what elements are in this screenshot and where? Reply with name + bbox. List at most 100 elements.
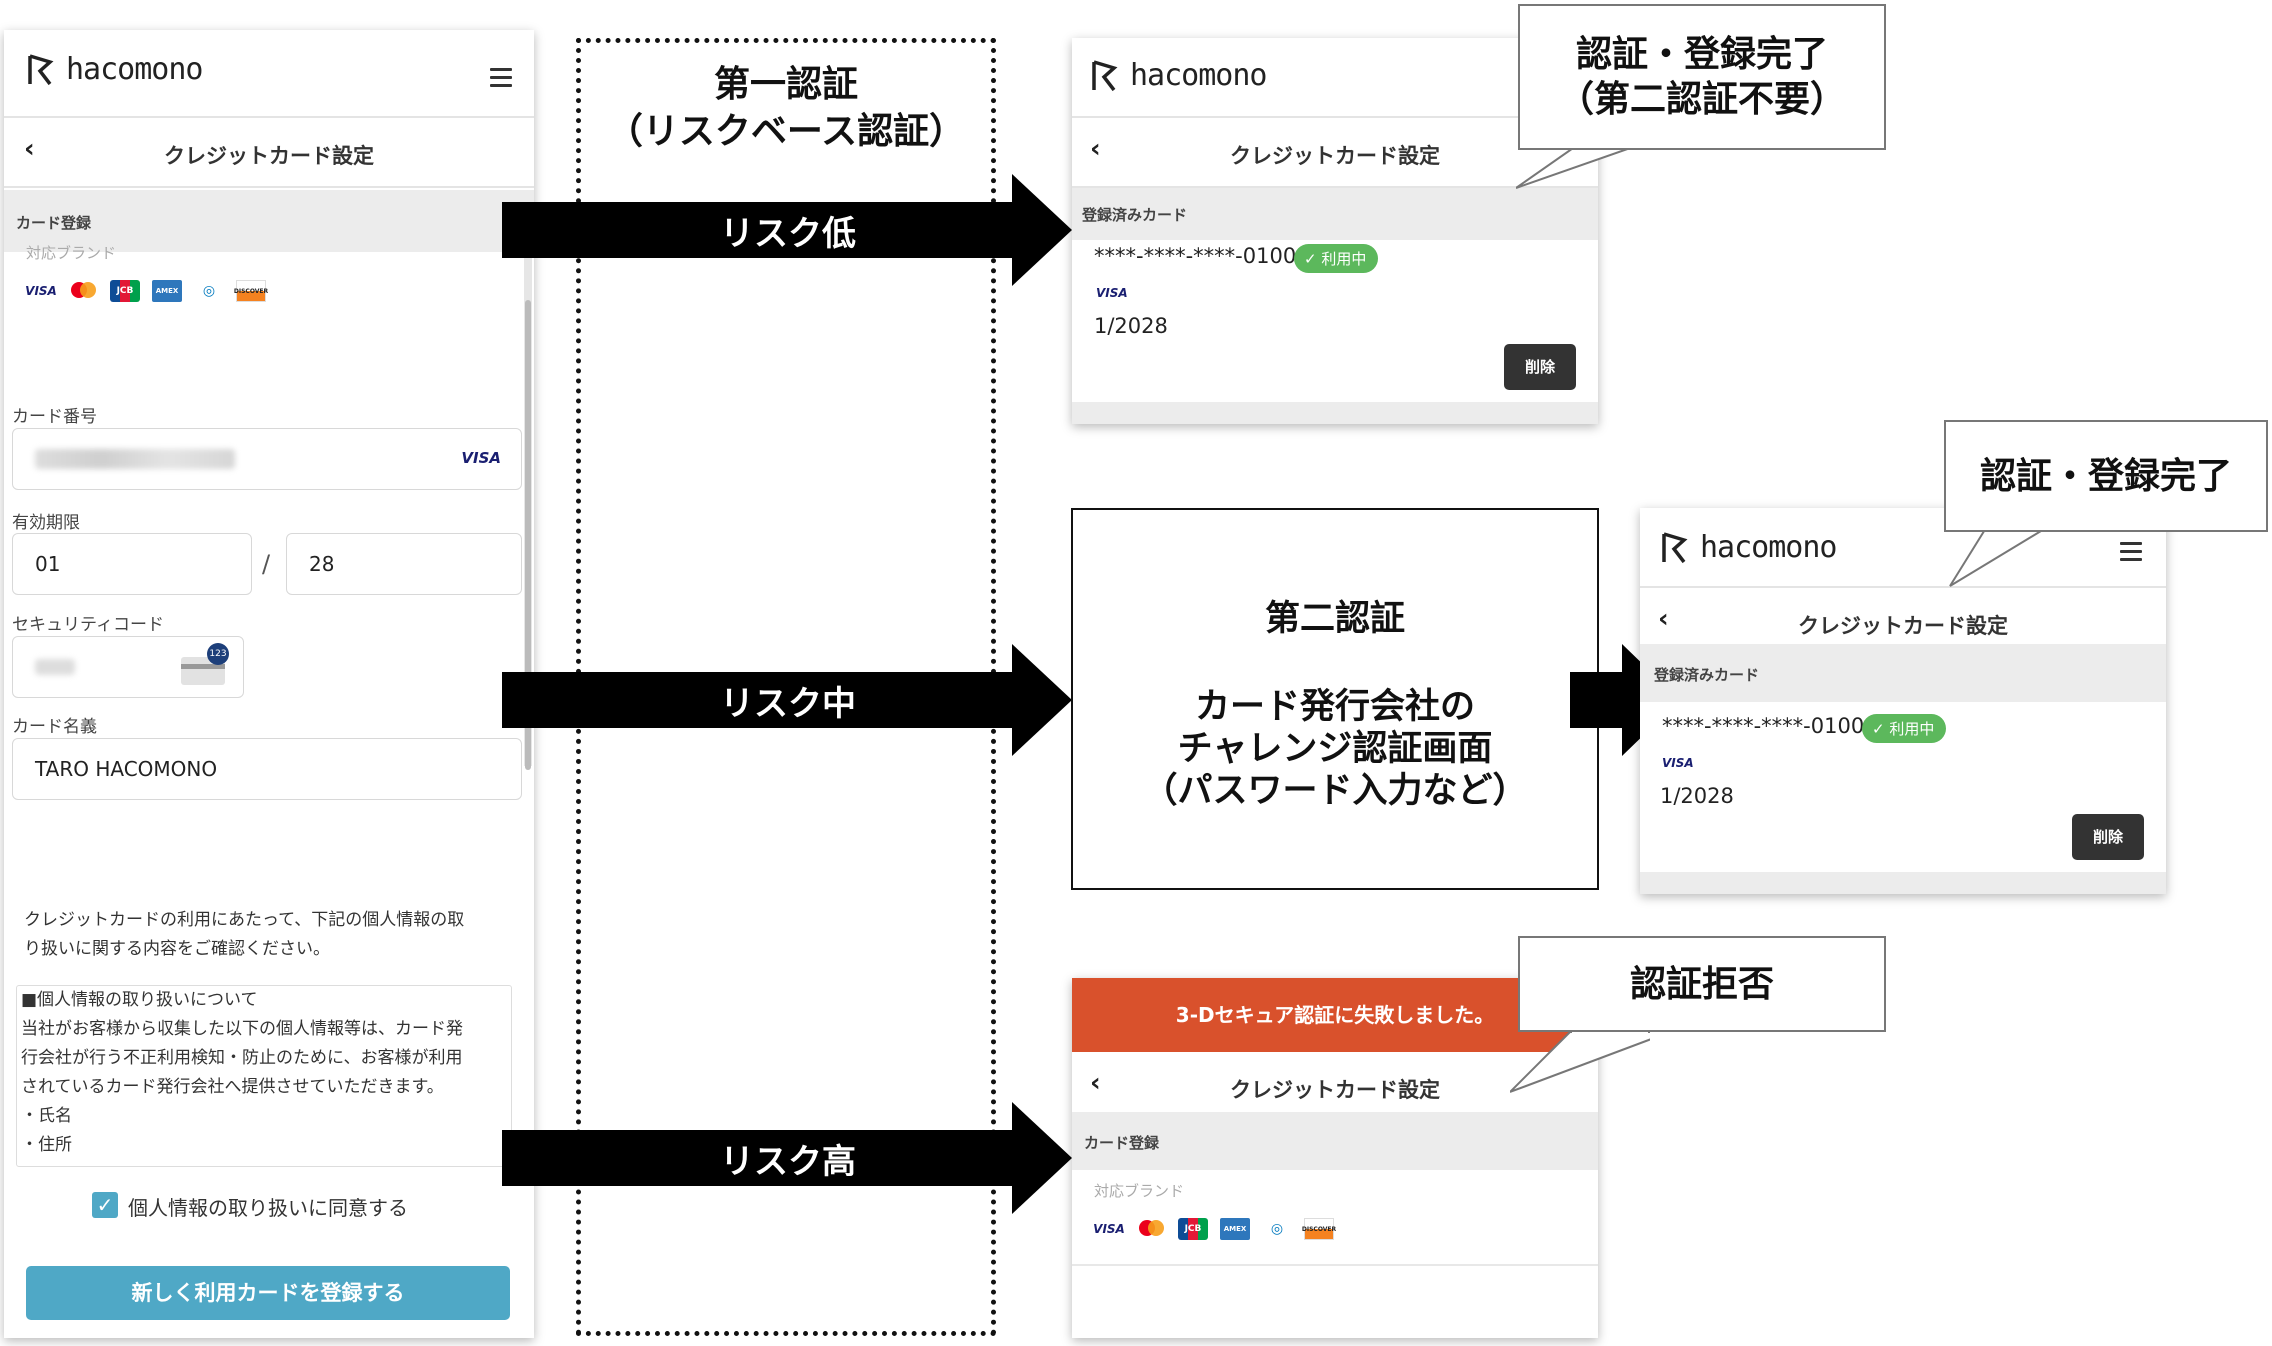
risk-mid-label: リスク中	[720, 683, 856, 724]
card-name-input[interactable]: TARO HACOMONO	[12, 738, 522, 800]
mastercard-icon	[68, 280, 98, 302]
section-band: カード登録	[1072, 1112, 1598, 1170]
section-band: 登録済みカード	[1640, 644, 2166, 702]
back-chevron-icon[interactable]: ‹	[1090, 134, 1101, 164]
callout-mid-risk: 認証・登録完了	[1944, 420, 2268, 532]
consent-label: 個人情報の取り扱いに同意する	[128, 1196, 408, 1220]
jcb-icon: JCB	[110, 280, 140, 302]
footer-band	[1072, 402, 1598, 424]
card-expiry: 1/2028	[1094, 314, 1168, 338]
masked-card-number	[35, 449, 235, 469]
delete-button[interactable]: 削除	[2072, 814, 2144, 860]
hacomono-logo: hacomono	[1090, 58, 1267, 93]
diners-icon: ◎	[202, 283, 216, 299]
section-divider	[1072, 1264, 1598, 1266]
expiry-year-value: 28	[309, 552, 335, 576]
scrollbar-thumb[interactable]	[525, 300, 531, 770]
callout-low-line-2: （第二認証不要）	[1557, 79, 1846, 120]
expiry-year-input[interactable]: 28	[286, 533, 522, 595]
card-number-input[interactable]: VISA	[12, 428, 522, 490]
section-label: 登録済みカード	[1654, 666, 1760, 684]
consent-checkbox[interactable]: ✓	[92, 1192, 118, 1218]
status-badge-label: 利用中	[1321, 250, 1367, 268]
first-auth-line-2: （リスクベース認証）	[606, 110, 966, 152]
footer-band	[1640, 872, 2166, 894]
status-badge: ✓ 利用中	[1862, 714, 1947, 743]
second-auth-line-3: （パスワード入力など）	[1142, 771, 1528, 811]
logo-text: hacomono	[1700, 530, 1837, 565]
hamburger-menu-icon[interactable]	[2120, 542, 2142, 566]
sub-header: ‹ クレジットカード設定	[4, 118, 534, 188]
risk-mid-arrow: リスク中	[502, 672, 1014, 728]
security-code-input[interactable]: 123	[12, 636, 244, 698]
masked-security-code	[35, 659, 75, 675]
callout-tail-low	[1516, 146, 1637, 189]
risk-low-arrowhead	[1012, 174, 1072, 286]
expiry-month-value: 01	[35, 552, 61, 576]
card-expiry: 1/2028	[1660, 784, 1734, 808]
policy-line: 行会社が行う不正利用検知・防止のために、お客様が利用	[21, 1048, 463, 1068]
page-title: クレジットカード設定	[1230, 144, 1440, 168]
back-chevron-icon[interactable]: ‹	[24, 134, 35, 164]
brands-label: 対応ブランド	[1094, 1182, 1185, 1200]
risk-high-label: リスク高	[720, 1141, 856, 1182]
status-badge: ✓ 利用中	[1294, 244, 1379, 273]
app-header: hacomono	[4, 30, 534, 118]
policy-line: 当社がお客様から収集した以下の個人情報等は、カード発	[21, 1019, 463, 1039]
card-brand-visa-icon: VISA	[461, 449, 501, 467]
back-chevron-icon[interactable]: ‹	[1658, 604, 1669, 634]
callout-low-line-1: 認証・登録完了	[1575, 34, 1828, 75]
callout-low-risk: 認証・登録完了 （第二認証不要）	[1518, 4, 1886, 150]
card-registration-screen: hacomono ‹ クレジットカード設定 カード登録 対応ブランド VISA …	[4, 30, 534, 1338]
page-title: クレジットカード設定	[1230, 1078, 1440, 1102]
risk-low-arrow: リスク低	[502, 202, 1014, 258]
back-chevron-icon[interactable]: ‹	[1090, 1068, 1101, 1098]
risk-low-label: リスク低	[720, 213, 856, 254]
amex-icon: AMEX	[1220, 1218, 1250, 1240]
logo-mark-icon	[1662, 531, 1688, 563]
security-code-label: セキュリティコード	[12, 615, 164, 635]
discover-icon: DISCOVER	[1302, 1218, 1336, 1240]
logo-mark-icon	[28, 53, 54, 85]
card-number: ****-****-****-0100	[1662, 714, 1865, 738]
sub-header: ‹ クレジットカード設定	[1072, 118, 1598, 188]
discover-icon: DISCOVER	[234, 280, 268, 302]
visa-icon: VISA	[1662, 756, 1694, 770]
expiry-separator: /	[262, 550, 271, 578]
first-auth-title: 第一認証 （リスクベース認証）	[590, 62, 982, 156]
logo-text: hacomono	[1130, 58, 1267, 93]
auth-failed-screen: 3-Dセキュア認証に失敗しました。 ‹ クレジットカード設定 カード登録 対応ブ…	[1072, 978, 1598, 1338]
app-header: hacomono	[1640, 508, 2166, 588]
diners-icon: ◎	[1270, 1221, 1284, 1237]
card-name-label: カード名義	[12, 717, 97, 737]
status-badge-label: 利用中	[1889, 720, 1935, 738]
first-auth-line-1: 第一認証	[713, 64, 858, 105]
policy-line: ・住所	[21, 1135, 72, 1155]
expiry-month-input[interactable]: 01	[12, 533, 252, 595]
error-banner: 3-Dセキュア認証に失敗しました。	[1072, 978, 1598, 1052]
logo-text: hacomono	[66, 52, 203, 87]
brands-label: 対応ブランド	[26, 244, 117, 262]
section-band: 登録済みカード	[1072, 188, 1598, 240]
app-header: hacomono	[1072, 38, 1598, 118]
registered-card-screen-low: hacomono ‹ クレジットカード設定 登録済みカード ****-****-…	[1072, 38, 1598, 424]
register-card-button[interactable]: 新しく利用カードを登録する	[26, 1266, 510, 1320]
second-auth-title: 第二認証	[1264, 599, 1405, 639]
expiry-label: 有効期限	[12, 513, 80, 533]
risk-mid-arrowhead	[1012, 644, 1072, 756]
section-label: 登録済みカード	[1082, 206, 1188, 224]
risk-high-arrow: リスク高	[502, 1130, 1014, 1186]
visa-icon: VISA	[1096, 286, 1128, 300]
policy-line: されているカード発行会社へ提供させていただきます。	[21, 1077, 444, 1097]
logo-mark-icon	[1092, 59, 1118, 91]
hamburger-menu-icon[interactable]	[490, 68, 512, 92]
delete-button[interactable]: 削除	[1504, 344, 1576, 390]
callout-high-text: 認証拒否	[1629, 963, 1774, 1005]
brand-logos: VISA JCB AMEX ◎ DISCOVER	[25, 280, 268, 302]
visa-icon: VISA	[1093, 1222, 1125, 1236]
policy-textbox[interactable]: ■個人情報の取り扱いについて 当社がお客様から収集した以下の個人情報等は、カード…	[16, 985, 512, 1167]
security-code-badge: 123	[207, 643, 229, 665]
second-auth-line-1: カード発行会社の	[1194, 687, 1475, 727]
jcb-icon: JCB	[1178, 1218, 1208, 1240]
hacomono-logo: hacomono	[1660, 530, 1837, 565]
